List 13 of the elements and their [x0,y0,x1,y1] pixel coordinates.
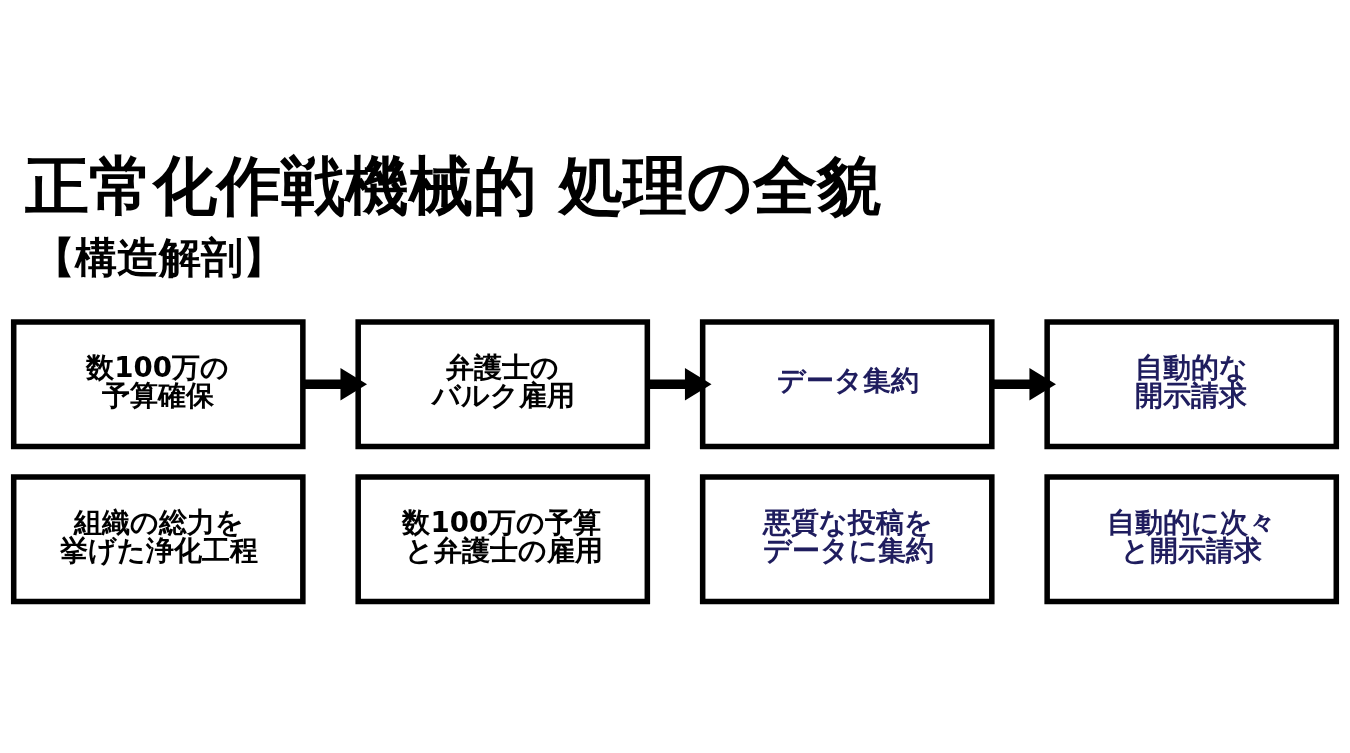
node-box: データ集約 [699,318,995,449]
node-box: 悪質な投稿をデータに集約 [699,473,995,604]
diagram-title: 正常化作戦機械的 処理の全貌 [24,148,881,223]
arrow [303,367,368,401]
node-box: 数100万の予算と弁護士の雇用 [355,473,651,604]
node-box: 数100万の予算確保 [10,318,306,449]
label: 【構造解剖】 [33,232,286,282]
node-box: 弁護士のバルク雇用 [355,318,651,449]
node-box: 組織の総力を挙げた浄化工程 [10,473,306,604]
node-box: 自動的に次々と開示請求 [1044,473,1340,604]
arrow [647,367,712,401]
arrow [992,367,1056,401]
node-box: 自動的な開示請求 [1044,318,1340,449]
